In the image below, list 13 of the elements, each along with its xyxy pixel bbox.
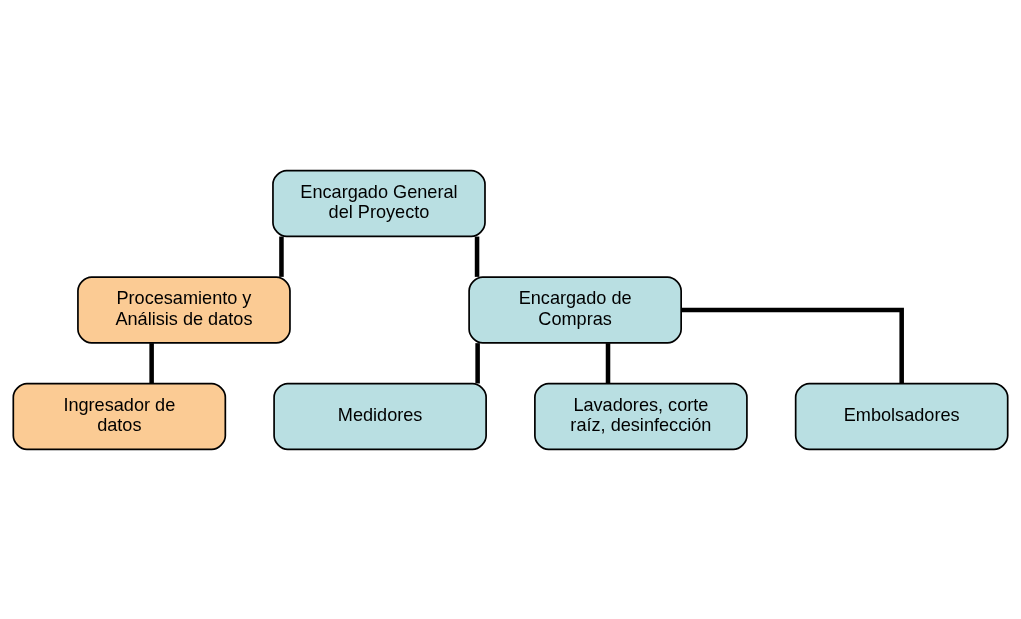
connector [605, 342, 611, 383]
node-box: Encargado de Compras [468, 275, 682, 344]
node-box: Medidores [273, 382, 487, 450]
node-box: Embolsadores [794, 382, 1009, 450]
connector [279, 236, 284, 277]
connector [475, 342, 480, 383]
node-box: Ingresador de datos [12, 382, 227, 450]
connector [681, 307, 904, 383]
node-box: Procesamiento y Análisis de datos [77, 275, 291, 344]
connector [474, 236, 480, 277]
node-box: Encargado General del Proyecto [272, 169, 486, 237]
connector [149, 342, 154, 383]
node-box: Lavadores, corte raíz, desinfección [534, 382, 748, 450]
